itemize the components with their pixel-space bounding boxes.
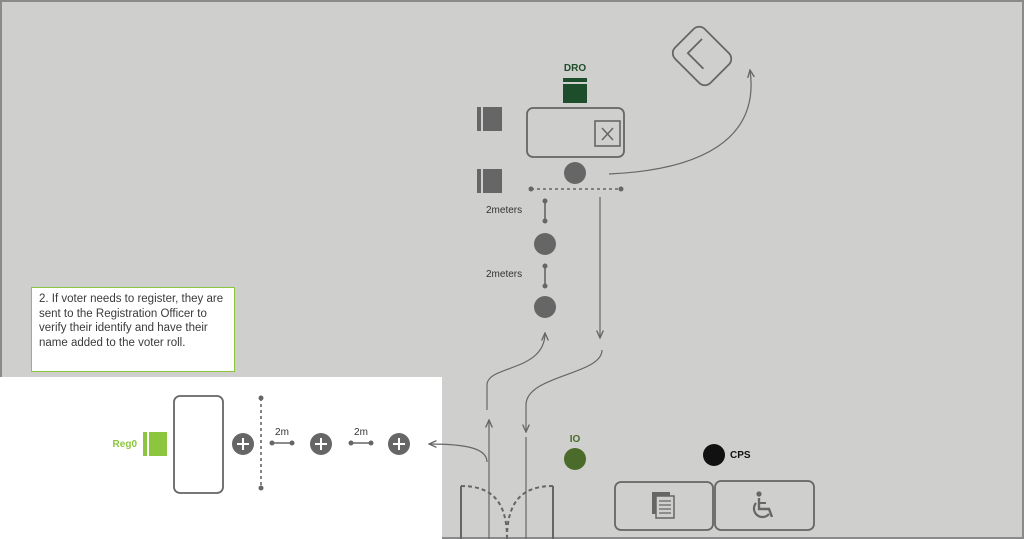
spacer-vertical-2: [542, 263, 548, 289]
door-icon: [460, 485, 554, 539]
plus-icon-1: [232, 433, 254, 455]
documents-icon: [652, 492, 675, 519]
spacer-horizontal-1: [269, 440, 295, 446]
documents-station: [614, 481, 714, 531]
dro-barrier: [528, 186, 624, 192]
spacing-label-2: 2meters: [486, 269, 522, 280]
voter-dot-3: [534, 296, 556, 318]
dro-table: [526, 107, 625, 158]
voter-dot-1: [564, 162, 586, 184]
booth-icon-2: [477, 169, 502, 193]
arrow-up-to-queue: [486, 333, 545, 410]
arrow-exit-down: [526, 349, 603, 432]
registration-table: [173, 395, 224, 494]
plus-icon-3: [388, 433, 410, 455]
cps-dot: [703, 444, 725, 466]
spacing-label-3: 2m: [275, 427, 289, 438]
voter-dot-2: [534, 233, 556, 255]
registration-area: [0, 377, 442, 539]
registration-callout: 2. If voter needs to register, they are …: [31, 287, 235, 372]
ballot-box-icon: [671, 25, 733, 87]
spacing-label-4: 2m: [354, 427, 368, 438]
spacer-horizontal-2: [348, 440, 374, 446]
ballot-x-icon: [594, 120, 621, 147]
reg0-icon: [143, 432, 167, 456]
arrow-to-ballot-box: [608, 70, 751, 175]
spacer-vertical-1: [542, 198, 548, 224]
booth-icon-1: [477, 107, 502, 131]
arrow-to-registration: [429, 444, 488, 463]
cps-label: CPS: [730, 450, 751, 461]
dro-label: DRO: [564, 63, 586, 74]
io-label: IO: [570, 434, 581, 445]
wheelchair-icon: [752, 491, 774, 519]
reg0-label: Reg0: [113, 439, 138, 450]
reg-barrier: [258, 395, 264, 491]
accessible-station: [714, 480, 815, 531]
plus-icon-2: [310, 433, 332, 455]
io-dot: [564, 448, 586, 470]
dro-icon: [563, 78, 587, 103]
spacing-label-1: 2meters: [486, 205, 522, 216]
